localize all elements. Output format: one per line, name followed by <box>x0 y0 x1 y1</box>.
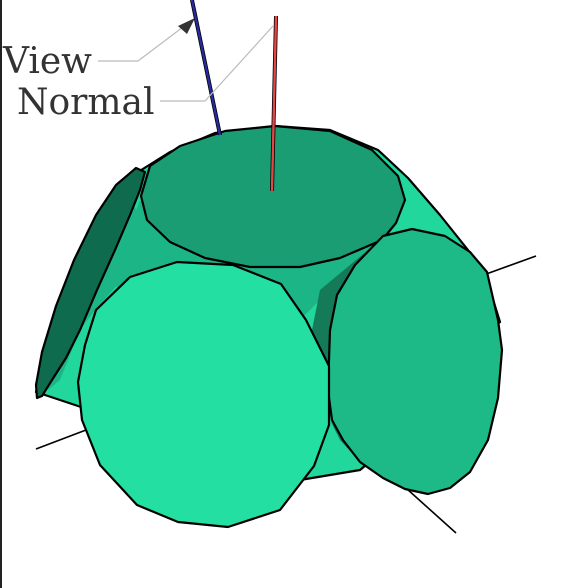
axis-line-left <box>35 429 87 450</box>
face-right <box>326 227 504 496</box>
view-leader-line <box>98 26 184 62</box>
view-vector-outline-2 <box>193 0 222 136</box>
view-leader-arrowhead <box>178 18 195 34</box>
body-inner-shadow-3 <box>48 200 170 390</box>
face-left <box>34 166 147 400</box>
view-vector <box>190 0 222 136</box>
normal-leader-line <box>160 25 274 102</box>
view-label: View <box>2 41 92 82</box>
normal-vector <box>270 15 278 192</box>
face-front <box>76 260 331 529</box>
normal-vector-outline <box>270 15 275 192</box>
normal-vector-outline-2 <box>273 15 278 192</box>
normal-label: Normal <box>17 82 155 123</box>
view-vector-outline <box>190 0 219 136</box>
axis-line-bottom <box>406 488 457 534</box>
face-top <box>139 124 407 269</box>
